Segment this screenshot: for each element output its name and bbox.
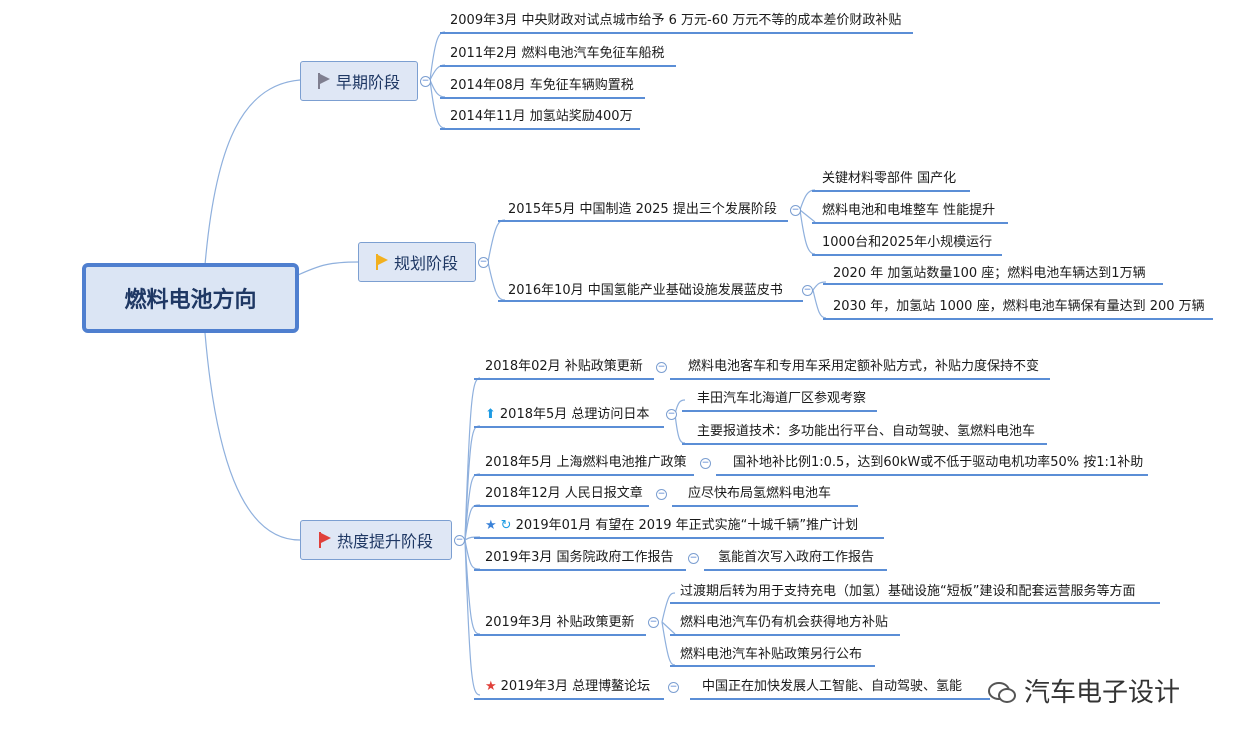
heat-item-8: ★2019年3月 总理博鳌论坛 xyxy=(485,678,650,696)
gray-flag-icon xyxy=(317,73,330,89)
early-item-3: 2014年08月 车免征车辆购置税 xyxy=(450,78,634,93)
heat-item-6-child: 氢能首次写入政府工作报告 xyxy=(718,550,875,565)
stage-plan-label: 规划阶段 xyxy=(393,254,458,273)
underline xyxy=(670,634,900,636)
underline xyxy=(823,283,1163,285)
root-label: 燃料电池方向 xyxy=(124,288,257,313)
underline xyxy=(670,378,1050,380)
underline xyxy=(440,65,676,67)
collapse-toggle-icon[interactable]: − xyxy=(656,362,667,373)
collapse-toggle-icon[interactable]: − xyxy=(478,257,489,268)
underline xyxy=(812,222,1008,224)
star-icon: ★ xyxy=(485,518,497,533)
stage-early[interactable]: 早期阶段 xyxy=(300,61,418,101)
underline xyxy=(474,474,694,476)
heat-item-7: 2019年3月 补贴政策更新 xyxy=(485,615,635,630)
heat-item-7-child-2: 燃料电池汽车仍有机会获得地方补贴 xyxy=(680,615,889,630)
heat-item-7-child-1: 过渡期后转为用于支持充电（加氢）基础设施“短板”建设和配套运营服务等方面 xyxy=(680,584,1136,599)
watermark-text: 汽车电子设计 xyxy=(1024,678,1181,708)
underline xyxy=(716,474,1148,476)
plan-b-child-1: 2020 年 加氢站数量100 座；燃料电池车辆达到1万辆 xyxy=(833,266,1146,281)
collapse-toggle-icon[interactable]: − xyxy=(666,409,677,420)
collapse-toggle-icon[interactable]: − xyxy=(420,76,431,87)
heat-item-2-child-1: 丰田汽车北海道厂区参观考察 xyxy=(697,391,867,406)
collapse-toggle-icon[interactable]: − xyxy=(648,617,659,628)
collapse-toggle-icon[interactable]: − xyxy=(790,205,801,216)
stage-early-label: 早期阶段 xyxy=(335,73,400,92)
collapse-toggle-icon[interactable]: − xyxy=(700,458,711,469)
heat-item-4: 2018年12月 人民日报文章 xyxy=(485,486,643,501)
underline xyxy=(682,443,1047,445)
plan-b-label: 2016年10月 中国氢能产业基础设施发展蓝皮书 xyxy=(508,283,783,298)
underline xyxy=(474,537,884,539)
underline xyxy=(682,410,877,412)
underline xyxy=(704,569,887,571)
heat-item-4-child: 应尽快布局氢燃料电池车 xyxy=(688,486,832,501)
heat-item-3: 2018年5月 上海燃料电池推广政策 xyxy=(485,455,687,470)
stage-heat[interactable]: 热度提升阶段 xyxy=(300,520,452,560)
underline xyxy=(823,318,1213,320)
plan-a-label: 2015年5月 中国制造 2025 提出三个发展阶段 xyxy=(508,202,777,217)
heat-item-1-child: 燃料电池客车和专用车采用定额补贴方式，补贴力度保持不变 xyxy=(688,359,1040,374)
stage-plan[interactable]: 规划阶段 xyxy=(358,242,476,282)
underline xyxy=(440,32,913,34)
red-flag-icon xyxy=(318,532,331,548)
refresh-icon: ↻ xyxy=(500,518,512,533)
early-item-1: 2009年3月 中央财政对试点城市给予 6 万元-60 万元不等的成本差价财政补… xyxy=(450,13,902,28)
underline xyxy=(690,698,990,700)
plan-a-child-1: 关键材料零部件 国产化 xyxy=(822,171,957,186)
star-icon: ★ xyxy=(485,679,497,694)
stage-heat-label: 热度提升阶段 xyxy=(336,532,433,551)
heat-item-3-child: 国补地补比例1:0.5，达到60kW或不低于驱动电机功率50% 按1:1补助 xyxy=(733,455,1144,470)
underline xyxy=(498,220,788,222)
plan-b-child-2: 2030 年，加氢站 1000 座，燃料电池车辆保有量达到 200 万辆 xyxy=(833,299,1205,314)
underline xyxy=(474,634,646,636)
heat-item-7-child-3: 燃料电池汽车补贴政策另行公布 xyxy=(680,647,863,662)
underline xyxy=(812,190,970,192)
underline xyxy=(440,128,640,130)
underline xyxy=(474,698,664,700)
underline xyxy=(474,569,686,571)
heat-item-5-label: 2019年01月 有望在 2019 年正式实施“十城千辆”推广计划 xyxy=(515,518,859,533)
underline xyxy=(812,254,1002,256)
heat-item-2-child-2: 主要报道技术：多功能出行平台、自动驾驶、氢燃料电池车 xyxy=(697,424,1036,439)
underline xyxy=(498,300,803,302)
up-arrow-icon: ⬆ xyxy=(485,407,496,422)
collapse-toggle-icon[interactable]: − xyxy=(656,489,667,500)
plan-a-child-2: 燃料电池和电堆整车 性能提升 xyxy=(822,203,996,218)
underline xyxy=(474,505,649,507)
underline xyxy=(672,505,858,507)
heat-item-8-child: 中国正在加快发展人工智能、自动驾驶、氢能 xyxy=(702,679,963,694)
heat-item-2: ⬆2018年5月 总理访问日本 xyxy=(485,406,649,424)
collapse-toggle-icon[interactable]: − xyxy=(802,285,813,296)
underline xyxy=(474,378,654,380)
early-item-4: 2014年11月 加氢站奖励400万 xyxy=(450,109,633,124)
collapse-toggle-icon[interactable]: − xyxy=(668,682,679,693)
underline xyxy=(670,665,875,667)
heat-item-2-label: 2018年5月 总理访问日本 xyxy=(499,407,650,422)
plan-a-child-3: 1000台和2025年小规模运行 xyxy=(822,235,993,250)
wechat-icon xyxy=(988,678,1018,704)
watermark: 汽车电子设计 xyxy=(988,672,1180,709)
collapse-toggle-icon[interactable]: − xyxy=(454,535,465,546)
heat-item-8-label: 2019年3月 总理博鳌论坛 xyxy=(500,679,651,694)
underline xyxy=(440,97,645,99)
heat-item-5: ★↻2019年01月 有望在 2019 年正式实施“十城千辆”推广计划 xyxy=(485,517,858,535)
root-node[interactable]: 燃料电池方向 xyxy=(82,263,299,333)
yellow-flag-icon xyxy=(375,254,388,270)
collapse-toggle-icon[interactable]: − xyxy=(688,553,699,564)
heat-item-6: 2019年3月 国务院政府工作报告 xyxy=(485,550,674,565)
underline xyxy=(474,426,664,428)
heat-item-1: 2018年02月 补贴政策更新 xyxy=(485,359,643,374)
underline xyxy=(670,602,1160,604)
early-item-2: 2011年2月 燃料电池汽车免征车船税 xyxy=(450,46,665,61)
